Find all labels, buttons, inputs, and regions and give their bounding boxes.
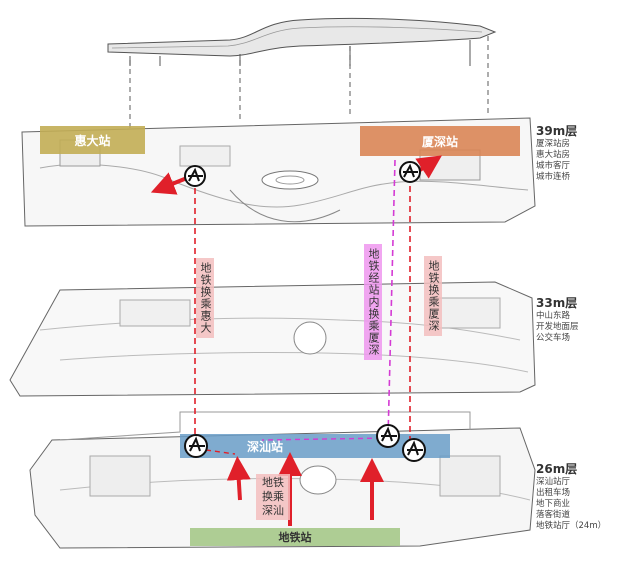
level-line: 地铁站厅（24m） bbox=[536, 521, 607, 531]
level-line: 公交车场 bbox=[536, 333, 571, 343]
shenshan-station-label: 深汕站 bbox=[246, 439, 283, 454]
level-line: 地下商业 bbox=[536, 499, 571, 509]
metro-station-label: 地铁站 bbox=[278, 531, 312, 544]
arrow-up-left bbox=[226, 456, 251, 501]
level-39m-info: 39m层 厦深站房 惠大站房 城市客厅 城市连桥 bbox=[536, 124, 636, 183]
level-height: 33m层 bbox=[536, 296, 578, 310]
transfer-label-huida: 地铁换乘惠大 bbox=[196, 258, 214, 338]
level-line: 深汕站厅 bbox=[536, 477, 571, 487]
huida-station-label: 惠大站 bbox=[74, 133, 111, 148]
gate-icon bbox=[184, 434, 208, 458]
level-line: 厦深站房 bbox=[536, 139, 571, 149]
level-line: 惠大站房 bbox=[536, 150, 571, 160]
level-26m-info: 26m层 深汕站厅 出租车场 地下商业 落客街道 地铁站厅（24m） bbox=[536, 462, 636, 532]
level-line: 出租车场 bbox=[536, 488, 571, 498]
transfer-label-inner-xiashen: 地铁经站内换乘厦深 bbox=[364, 244, 382, 360]
level-33m-info: 33m层 中山东路 开发地面层 公交车场 bbox=[536, 296, 636, 344]
path-shenshan-link bbox=[205, 449, 236, 455]
transfer-label-xiashen: 地铁换乘厦深 bbox=[424, 256, 442, 336]
transfer-label-shenshan: 地铁换乘深汕 bbox=[256, 474, 290, 520]
level-line: 落客街道 bbox=[536, 510, 571, 520]
gate-icon bbox=[184, 165, 206, 187]
level-height: 26m层 bbox=[536, 462, 578, 476]
level-line: 中山东路 bbox=[536, 311, 571, 321]
gate-icon bbox=[402, 438, 426, 462]
level-33m-slab bbox=[9, 281, 536, 397]
level-line: 城市客厅 bbox=[536, 161, 571, 171]
metro-station-band bbox=[190, 528, 400, 546]
huida-station-band bbox=[40, 126, 145, 154]
path-inner-xiashen bbox=[383, 159, 396, 443]
path-inner-link bbox=[261, 437, 391, 441]
gate-icons bbox=[184, 161, 426, 462]
transfer-paths bbox=[194, 159, 411, 455]
level-height: 39m层 bbox=[536, 124, 578, 138]
gate-icon bbox=[399, 161, 421, 183]
roof-canopy bbox=[107, 17, 497, 66]
xiashen-station-band bbox=[360, 126, 520, 156]
projection-lines bbox=[129, 36, 489, 128]
gate-icon bbox=[376, 424, 400, 448]
level-line: 城市连桥 bbox=[536, 172, 571, 182]
level-line: 开发地面层 bbox=[536, 322, 579, 332]
xiashen-station-label: 厦深站 bbox=[421, 134, 458, 149]
